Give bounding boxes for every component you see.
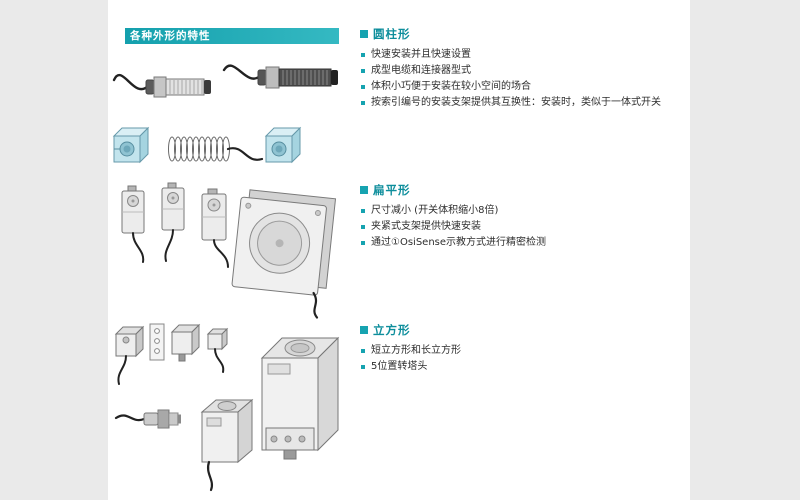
- bullet-square-icon: [361, 349, 365, 353]
- bullet-square-icon: [361, 241, 365, 245]
- left-margin: [0, 0, 108, 500]
- bullet-square-icon: [361, 53, 365, 57]
- bullet-square-icon: [361, 85, 365, 89]
- section-square-icon: [360, 326, 368, 334]
- feature-list: 快速安装并且快速设置 成型电缆和连接器型式 体积小巧便于安装在较小空间的场合 按…: [360, 48, 678, 110]
- feature-bullet: 尺寸减小 (开关体积缩小8倍): [360, 204, 678, 218]
- section-flat: 扁平形 尺寸减小 (开关体积缩小8倍) 夹紧式支架提供快速安装 通过①OsiSe…: [360, 182, 678, 252]
- feature-list: 短立方形和长立方形 5位置转塔头: [360, 344, 678, 374]
- cylindrical-sensors-illustration: [112, 64, 338, 98]
- section-square-icon: [360, 186, 368, 194]
- feature-bullet: 短立方形和长立方形: [360, 344, 678, 358]
- feature-list: 尺寸减小 (开关体积缩小8倍) 夹紧式支架提供快速安装 通过①OsiSense示…: [360, 204, 678, 250]
- section-title: 立方形: [373, 323, 411, 337]
- feature-bullet: 成型电缆和连接器型式: [360, 64, 678, 78]
- right-margin: [690, 0, 800, 500]
- cubic-sensors-illustration: [114, 323, 340, 492]
- feature-bullet: 体积小巧便于安装在较小空间的场合: [360, 80, 678, 94]
- section-title: 扁平形: [373, 183, 411, 197]
- section-square-icon: [360, 30, 368, 38]
- page-title: 各种外形的特性: [130, 30, 211, 42]
- product-illustrations: [112, 64, 340, 492]
- feature-bullet: 夹紧式支架提供快速安装: [360, 220, 678, 234]
- mounting-brackets-illustration: [112, 126, 302, 164]
- feature-bullet: 5位置转塔头: [360, 360, 678, 374]
- bullet-square-icon: [361, 69, 365, 73]
- feature-bullet: 通过①OsiSense示教方式进行精密检测: [360, 236, 678, 250]
- section-title: 圆柱形: [373, 27, 411, 41]
- flat-sensors-illustration: [121, 182, 337, 319]
- feature-bullet: 按索引编号的安装支架提供其互换性：安装时，类似于一体式开关: [360, 96, 678, 110]
- bullet-square-icon: [361, 365, 365, 369]
- page-title-bar: 各种外形的特性: [125, 28, 339, 44]
- bullet-square-icon: [361, 101, 365, 105]
- section-cylindrical: 圆柱形 快速安装并且快速设置 成型电缆和连接器型式 体积小巧便于安装在较小空间的…: [360, 26, 678, 112]
- section-cubic: 立方形 短立方形和长立方形 5位置转塔头: [360, 322, 678, 376]
- feature-bullet: 快速安装并且快速设置: [360, 48, 678, 62]
- bullet-square-icon: [361, 225, 365, 229]
- bullet-square-icon: [361, 209, 365, 213]
